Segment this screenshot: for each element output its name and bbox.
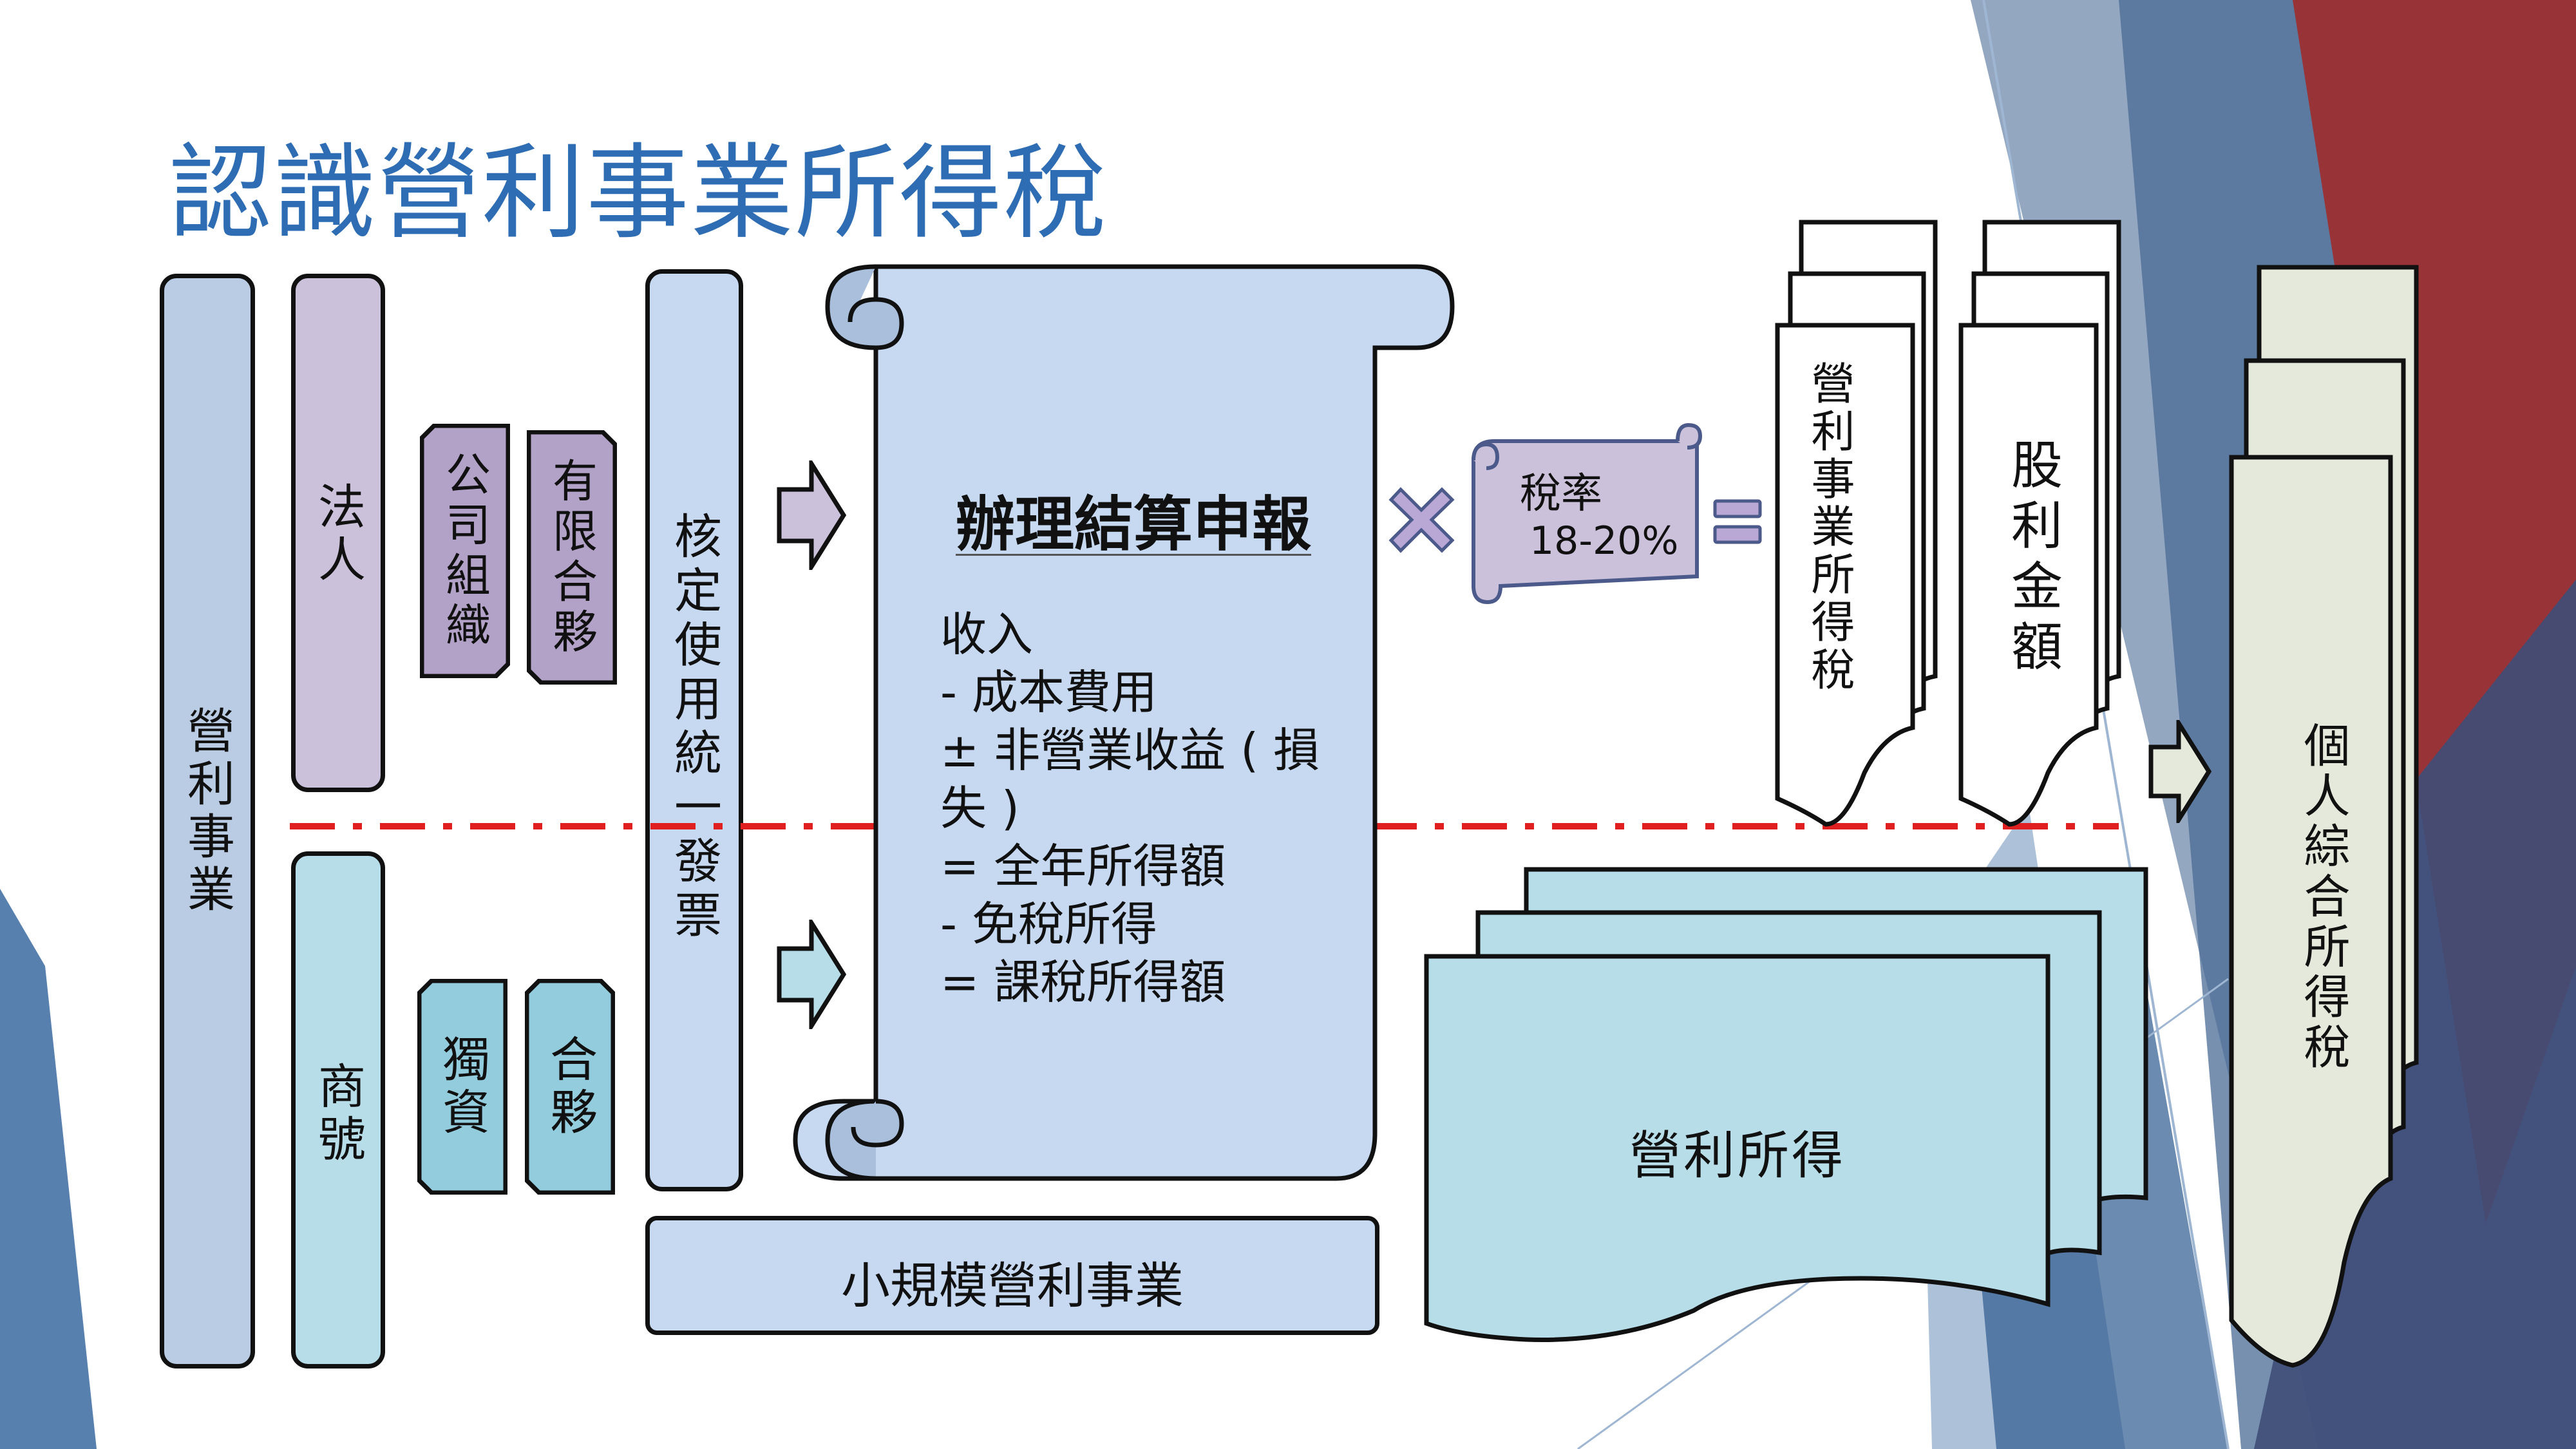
shop-box: [291, 851, 385, 1368]
sole-proprietor-label: 獨資: [434, 1034, 490, 1140]
personal-income-tax-label: 個人綜合所得稅: [2296, 721, 2350, 1073]
equals-icon: [1713, 499, 1762, 544]
legal-entity-label: 法人: [310, 482, 366, 587]
multiply-icon: [1388, 487, 1455, 553]
dividend-doc-stack: [1958, 220, 2121, 827]
equals-text: =: [0, 0, 1, 1]
llp-box: [527, 430, 617, 685]
calc-line: - 成本費用: [940, 665, 1157, 719]
invoice-box: [645, 269, 743, 1191]
company-label: 公司組織: [438, 450, 491, 652]
calc-line: = 課稅所得額: [940, 955, 1226, 1009]
arrow-right-icon: [777, 920, 847, 1029]
arrow-right-icon: [777, 460, 847, 570]
corporate-tax-doc-stack: [1775, 220, 1938, 827]
calc-line: 收入: [940, 607, 1034, 661]
business-entity-label: 營利事業: [179, 706, 235, 917]
income-calculation: 收入 - 成本費用 ± 非營業收益 ( 損 失 ) = 全年所得額 - 免稅所得…: [940, 605, 1320, 1011]
partnership-label: 合夥: [542, 1034, 598, 1140]
calc-line: ± 非營業收益 ( 損: [940, 723, 1320, 777]
llp-label: 有限合夥: [545, 457, 598, 658]
page-title: 認識營利事業所得稅: [169, 133, 1108, 253]
small-business-label: 小規模營利事業: [841, 1257, 1184, 1314]
legal-entity-box: [291, 274, 385, 792]
business-entity-box: [160, 274, 255, 1368]
invoice-label: 核定使用統一發票: [666, 511, 722, 944]
arrow-right-icon: [2148, 720, 2212, 823]
calc-line: - 免稅所得: [940, 897, 1157, 951]
filing-scroll: [793, 264, 1455, 1181]
scroll-title: 辦理結算申報: [955, 490, 1311, 559]
calc-line: 失 ): [940, 781, 1019, 835]
business-income-doc-stack: [1424, 867, 2148, 1342]
personal-income-tax-doc-stack: [2229, 265, 2419, 1368]
corporate-tax-label: 營利事業所得稅: [1803, 361, 1854, 694]
dividend-label: 股利金額: [2003, 438, 2063, 680]
small-business-box: [645, 1216, 1379, 1335]
tax-rate-scroll: [1472, 422, 1703, 605]
calc-line: = 全年所得額: [940, 839, 1226, 893]
partnership-box: [525, 979, 615, 1195]
tax-rate-value: 18-20%: [1530, 518, 1679, 564]
company-box: [420, 424, 510, 678]
business-income-label: 營利所得: [1629, 1126, 1846, 1186]
tax-rate-label: 稅率: [1520, 470, 1602, 518]
shop-label: 商號: [310, 1061, 366, 1167]
sole-proprietor-box: [417, 979, 507, 1195]
